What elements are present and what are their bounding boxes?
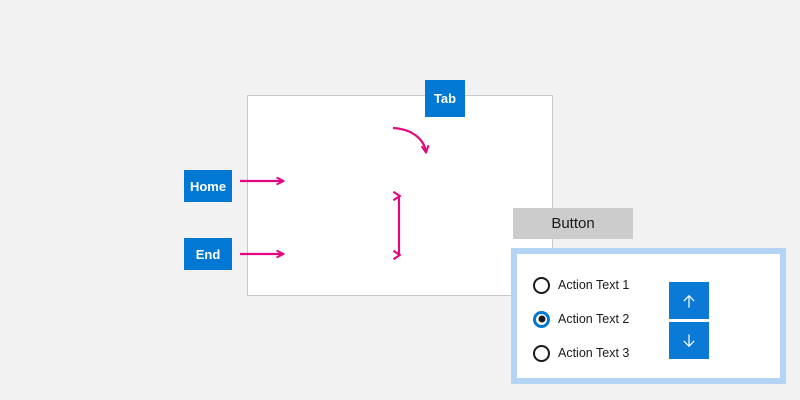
push-button[interactable]: Button [513, 208, 633, 239]
dialog-window: Button Action Text 1 Action Text 2 Actio… [247, 95, 786, 384]
spinner-buttons [669, 282, 709, 359]
move-down-button[interactable] [669, 322, 709, 359]
key-badge-tab: Tab [425, 80, 465, 117]
radio-selected-icon[interactable] [533, 310, 550, 328]
radio-group-box [511, 248, 786, 384]
arrow-down-icon [683, 333, 695, 347]
radio-option-3[interactable]: Action Text 3 [533, 336, 643, 370]
radio-option-2[interactable]: Action Text 2 [533, 302, 643, 336]
radio-option-1[interactable]: Action Text 1 [533, 268, 643, 302]
radio-label: Action Text 3 [558, 346, 630, 360]
arrow-up-icon [683, 294, 695, 308]
key-badge-end: End [184, 238, 232, 270]
radio-group: Action Text 1 Action Text 2 Action Text … [533, 268, 643, 370]
radio-icon[interactable] [533, 344, 550, 362]
move-up-button[interactable] [669, 282, 709, 319]
radio-icon[interactable] [533, 276, 550, 294]
radio-label: Action Text 1 [558, 278, 630, 292]
key-badge-home: Home [184, 170, 232, 202]
radio-label: Action Text 2 [558, 312, 630, 326]
